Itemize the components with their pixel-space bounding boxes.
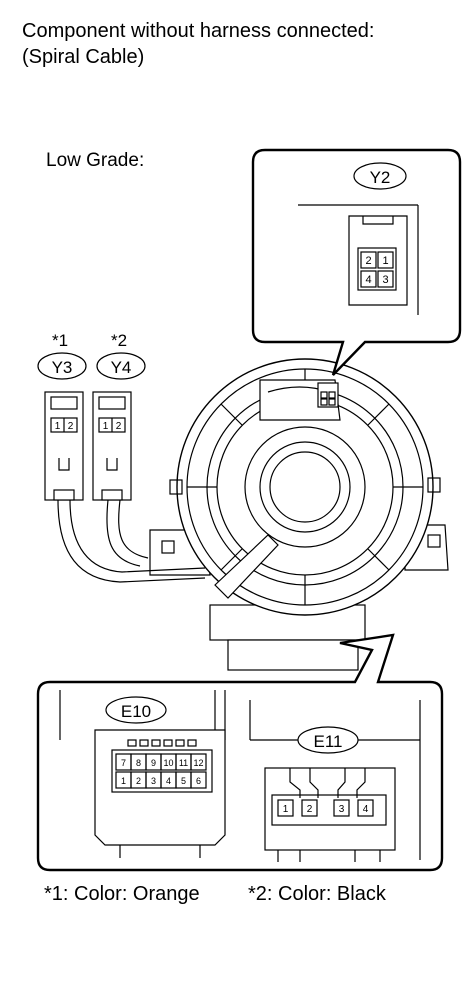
footnote-2: *2: Color: Black xyxy=(248,883,386,905)
e10-connector xyxy=(94,729,226,858)
y2-id: Y2 xyxy=(370,168,391,187)
e10-pin: 5 xyxy=(181,776,186,786)
e11-connector xyxy=(264,767,396,862)
y4-id: Y4 xyxy=(111,358,132,377)
y3-connector: 1 2 xyxy=(44,391,84,501)
title-line-2: (Spiral Cable) xyxy=(22,46,145,68)
e10-pin: 6 xyxy=(196,776,201,786)
e11-pin-row: 1 2 3 4 xyxy=(277,799,374,817)
e10-pin: 10 xyxy=(163,758,173,768)
y3-note: *1 xyxy=(52,331,68,350)
e10-id: E10 xyxy=(121,702,151,721)
e10-pin: 12 xyxy=(193,758,203,768)
harness-wires xyxy=(57,499,206,583)
y3-pin: 2 xyxy=(68,421,74,432)
e10-pin: 7 xyxy=(121,758,126,768)
e10-pin: 8 xyxy=(136,758,141,768)
e11-pin: 4 xyxy=(363,804,369,815)
grade-label: Low Grade: xyxy=(46,150,145,171)
e10-pin: 11 xyxy=(179,758,188,768)
e11-label-badge: E11 xyxy=(297,726,359,754)
y2-pin: 4 xyxy=(365,274,371,286)
e10-pin: 9 xyxy=(151,758,156,768)
y3-id: Y3 xyxy=(52,358,73,377)
y2-callout xyxy=(251,148,462,376)
e11-pin: 1 xyxy=(283,804,289,815)
y4-pin: 2 xyxy=(116,421,122,432)
y2-pin-grid: 2 1 4 3 xyxy=(360,251,394,288)
e10-label-badge: E10 xyxy=(105,696,167,724)
e10-pin: 4 xyxy=(166,776,171,786)
y2-pin: 3 xyxy=(382,274,388,286)
y4-connector: 1 2 xyxy=(92,391,132,501)
y2-pin: 1 xyxy=(382,255,388,267)
y4-label-badge: Y4 xyxy=(96,352,146,380)
spiral-cable-body xyxy=(149,358,449,671)
y3-label-badge: Y3 xyxy=(37,352,87,380)
y2-label-badge: Y2 xyxy=(353,162,407,190)
y4-note: *2 xyxy=(111,331,127,350)
e10-pin: 3 xyxy=(151,776,156,786)
e11-id: E11 xyxy=(314,732,343,751)
y3-pin: 1 xyxy=(55,421,61,432)
y2-socket-on-body xyxy=(317,382,339,408)
title-line-1: Component without harness connected: xyxy=(22,20,375,42)
footnote-1: *1: Color: Orange xyxy=(44,883,200,905)
e11-pin: 3 xyxy=(339,804,345,815)
y2-pin: 2 xyxy=(365,255,371,267)
y4-pin: 1 xyxy=(103,421,109,432)
e10-pin: 2 xyxy=(136,776,141,786)
e10-pin: 1 xyxy=(121,776,126,786)
e10-pin-grid: 7 8 9 10 11 12 1 2 3 4 5 6 xyxy=(115,753,207,789)
e11-pin: 2 xyxy=(307,804,313,815)
